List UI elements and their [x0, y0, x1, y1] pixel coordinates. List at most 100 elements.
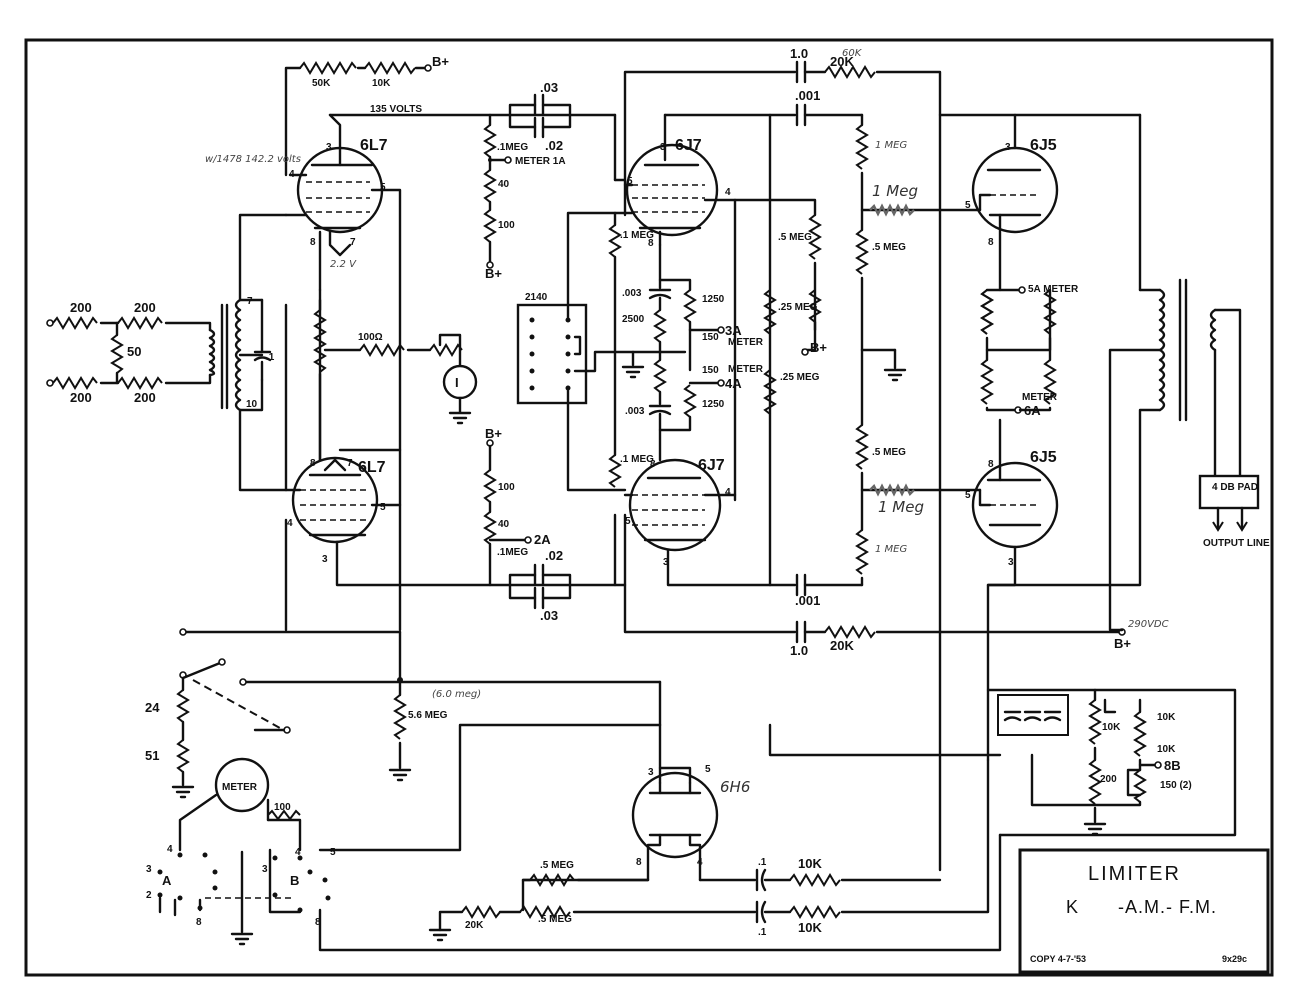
- label-bplus-4: B+: [810, 340, 827, 355]
- label-r-1250-a: 1250: [702, 294, 725, 305]
- label-r-200-d: 200: [134, 390, 156, 405]
- label-output-line: OUTPUT LINE: [1203, 538, 1270, 549]
- pin-v1-4: 4: [289, 169, 295, 180]
- label-meter-box: METER: [222, 782, 258, 793]
- title-initials: 9x29c: [1222, 954, 1247, 964]
- label-r-100-meter: 100: [274, 802, 291, 813]
- cathode-network: [608, 211, 725, 488]
- pin-v2-7: 7: [347, 458, 353, 469]
- label-r-100-top: 100: [498, 220, 515, 231]
- label-tube-v3: 6J7: [675, 137, 702, 154]
- pin-v2-3: 3: [322, 554, 328, 565]
- label-r-200-b: 200: [134, 300, 156, 315]
- pin-v2-8: 8: [310, 458, 316, 469]
- label-r-10k-d: 10K: [1157, 712, 1176, 723]
- pin-v5-5: 5: [965, 200, 971, 211]
- label-r-150-b: 150: [702, 365, 719, 376]
- pin-sa-3: 3: [146, 864, 152, 875]
- pencil-note-2: 2.2 V: [330, 259, 357, 270]
- label-r-20k-e: 20K: [465, 920, 484, 931]
- label-cap-001-bot: .001: [795, 593, 820, 608]
- title-sub-k: K: [1066, 897, 1079, 917]
- label-r-200-a: 200: [70, 300, 92, 315]
- pin-sa-2: 2: [146, 890, 152, 901]
- tube-v6: [971, 418, 1059, 762]
- label-r-1meg-bot: .1MEG: [497, 547, 528, 558]
- title-sub-amfm: -A.M.- F.M.: [1118, 897, 1217, 917]
- top-wiring: [284, 60, 1142, 292]
- label-switch-2140: 2140: [525, 292, 548, 303]
- title-copy-note: COPY 4-7-'53: [1030, 954, 1086, 964]
- component-labels: 50K 10K B+ 135 VOLTS .03 .02 .1MEG METER…: [70, 46, 1270, 938]
- pin-v3-4: 4: [725, 187, 731, 198]
- pin-sb-4: 4: [295, 847, 301, 858]
- title-block: [1018, 848, 1270, 974]
- tube-v1: [284, 113, 402, 632]
- label-cap-003-b: .003: [625, 406, 645, 417]
- label-bplus-1: B+: [432, 54, 449, 69]
- label-meter-2a: 2A: [534, 532, 551, 547]
- label-tube-v6: 6J5: [1030, 449, 1057, 466]
- label-cap-03-bot: .03: [540, 608, 558, 623]
- label-cap-1-0-top: 1.0: [790, 46, 808, 61]
- input-network: [46, 213, 288, 492]
- output-cathode-network: [980, 286, 1057, 414]
- tube-v7: [428, 723, 990, 942]
- label-cap-1-a: .1: [758, 857, 767, 868]
- pin-v7-3: 3: [648, 767, 654, 778]
- title-limiter: LIMITER: [1088, 863, 1181, 885]
- label-sw-51: 51: [145, 748, 159, 763]
- label-r-20k-top: 20K: [830, 54, 854, 69]
- label-sw-a: A: [162, 873, 172, 888]
- label-r-150-2: 150 (2): [1160, 780, 1192, 791]
- pin-v4-3: 3: [663, 557, 669, 568]
- label-r-40-bot: 40: [498, 519, 510, 530]
- pin-sb-5: 5: [330, 847, 336, 858]
- pin-t1-10: 10: [246, 399, 258, 410]
- label-tube-v7: 6H6: [720, 778, 750, 796]
- label-r-25meg-b: .25 MEG: [780, 372, 820, 383]
- pin-v2-4: 4: [287, 518, 293, 529]
- label-meter-5a: 5A METER: [1028, 284, 1079, 295]
- label-meter-word-3a: METER: [728, 337, 764, 348]
- label-r-100ohm: 100Ω: [358, 332, 383, 343]
- pin-v1-3: 3: [326, 142, 332, 153]
- pin-v1-5: 5: [380, 182, 386, 193]
- label-bplus-5: B+: [1114, 636, 1131, 651]
- label-r-25meg-a: .25 MEG: [778, 302, 818, 313]
- label-r-50: 50: [127, 344, 141, 359]
- label-bplus-3: B+: [485, 426, 502, 441]
- pin-t1-7: 7: [247, 296, 253, 307]
- label-r-10k-c: 10K: [1102, 722, 1121, 733]
- pin-v7-5: 5: [705, 764, 711, 775]
- label-r-5meg-d: .5 MEG: [540, 860, 574, 871]
- label-cap-003-a: .003: [622, 288, 642, 299]
- label-sw-24: 24: [145, 700, 160, 715]
- switch-2140: [516, 211, 687, 492]
- pin-v3-3: 3: [660, 142, 666, 153]
- label-cap-1-b: .1: [758, 927, 767, 938]
- label-cap-02-bot: .02: [545, 548, 563, 563]
- pin-sa-4: 4: [167, 844, 173, 855]
- label-r-200-c: 200: [70, 390, 92, 405]
- pin-v1-7: 7: [350, 237, 356, 248]
- label-tube-v2: 6L7: [358, 459, 386, 476]
- label-tube-v1: 6L7: [360, 137, 388, 154]
- label-r-200-supply: 200: [1100, 774, 1117, 785]
- pencil-note-5: 1 Meg: [878, 498, 924, 516]
- label-r-10k-b: 10K: [798, 920, 822, 935]
- label-r-50k: 50K: [312, 78, 331, 89]
- label-pad: 4 DB PAD: [1212, 482, 1258, 493]
- label-meter-6a: 6A: [1024, 403, 1041, 418]
- label-r-5meg-b: .5 MEG: [872, 242, 906, 253]
- label-meter-word-4a: METER: [728, 364, 764, 375]
- balance-pot: [313, 298, 478, 462]
- title-block-text: LIMITER K -A.M.- F.M. COPY 4-7-'53 9x29c: [1030, 863, 1247, 964]
- label-135-volts: 135 VOLTS: [370, 104, 422, 115]
- label-meter-4a: 4A: [725, 376, 742, 391]
- tube-v3: [623, 113, 737, 502]
- label-sw-b: B: [290, 873, 299, 888]
- pencil-note-4: 1 Meg: [872, 182, 918, 200]
- pin-sb-8: 8: [315, 917, 321, 928]
